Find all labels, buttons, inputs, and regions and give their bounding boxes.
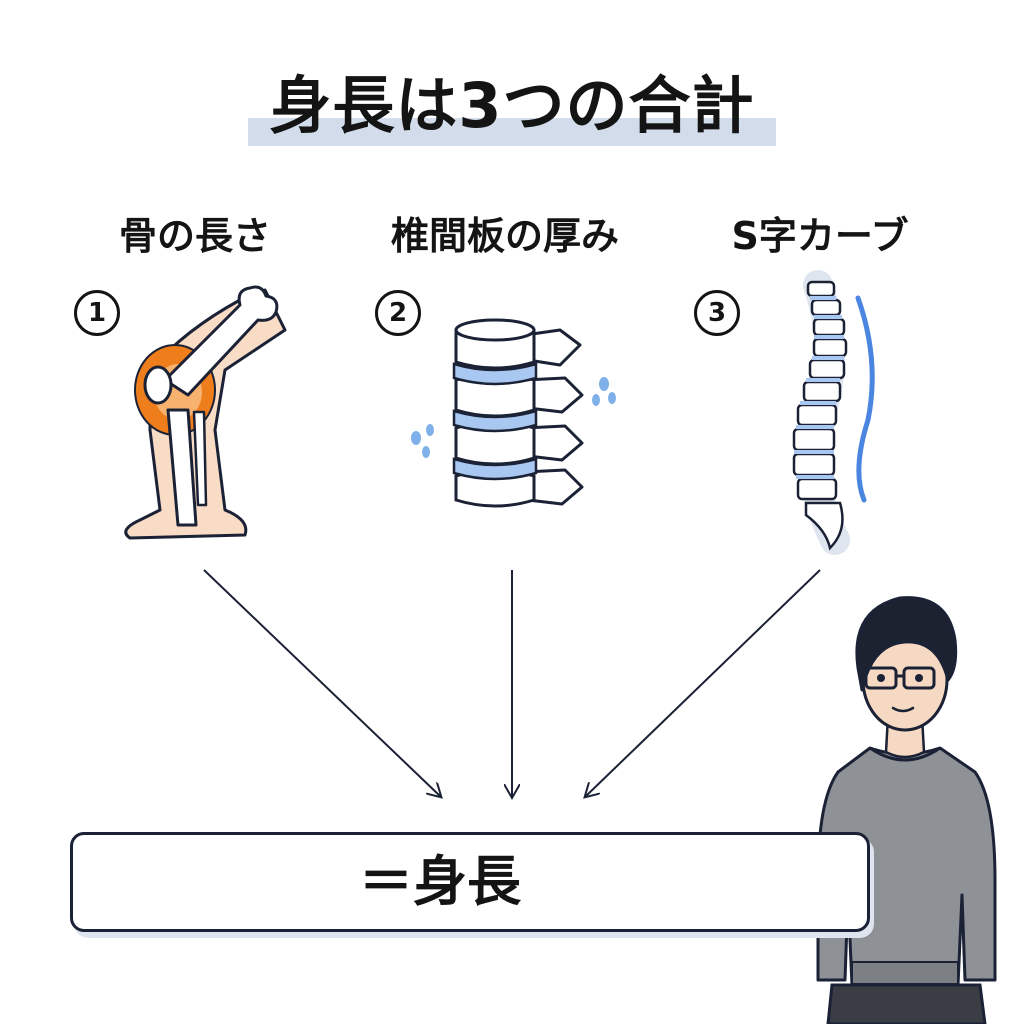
page-title: 身長は3つの合計	[269, 69, 755, 142]
arrow-from-spine	[586, 569, 821, 796]
factor-number-3: 3	[694, 290, 740, 336]
result-text: ＝身長	[359, 850, 521, 913]
title-highlight	[248, 118, 776, 146]
leg-bone-illustration	[124, 285, 287, 540]
factor-label-disc-thickness: 椎間板の厚み	[390, 214, 619, 258]
title-area: 身長は3つの合計	[0, 60, 1024, 160]
spine-s-curve-illustration	[792, 270, 875, 555]
person-illustration	[816, 596, 997, 1024]
factor-label-bone-length: 骨の長さ	[118, 214, 271, 258]
result-box	[70, 832, 870, 932]
factor-label-s-curve: S字カーブ	[731, 214, 909, 258]
intervertebral-disc-illustration	[411, 318, 616, 508]
factor-number-2: 2	[375, 290, 421, 336]
arrow-from-bone	[203, 569, 440, 796]
factor-number-1: 1	[74, 290, 120, 336]
